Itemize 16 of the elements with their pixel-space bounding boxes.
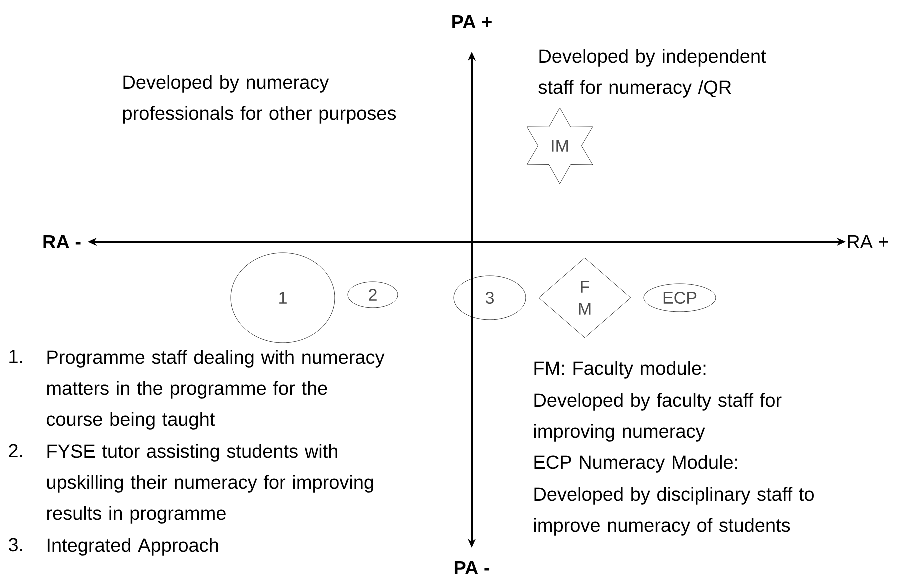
- list-number: 1.: [10, 350, 22, 364]
- axis-label: RA +: [848, 235, 888, 249]
- note-text: ECP Numeracy Module:: [534, 455, 738, 473]
- list-item: Integrated Approach: [48, 538, 218, 556]
- axis-label: RA -: [44, 235, 81, 249]
- axis-label: PA -: [454, 561, 490, 575]
- list-number: 2.: [9, 444, 22, 458]
- note-text: Developed by faculty staff for improving numeracy: [534, 393, 782, 442]
- note-text: FM: Faculty module:: [534, 361, 706, 379]
- list-item: Programme staff dealing with numeracy matters in the programme for the course being taught: [47, 350, 385, 430]
- note-text: Developed by disciplinary staff to improve numeracy of students: [534, 487, 814, 536]
- quadrant-note: Developed by independent staff for numeracy /QR: [538, 49, 766, 98]
- list-number: 3.: [8, 538, 22, 552]
- quadrant-note: Developed by numeracy professionals for other purposes: [123, 75, 396, 124]
- list-item: FYSE tutor assisting students with upskilling their numeracy for improving results in programme: [47, 444, 374, 524]
- axis-label: PA +: [452, 15, 492, 29]
